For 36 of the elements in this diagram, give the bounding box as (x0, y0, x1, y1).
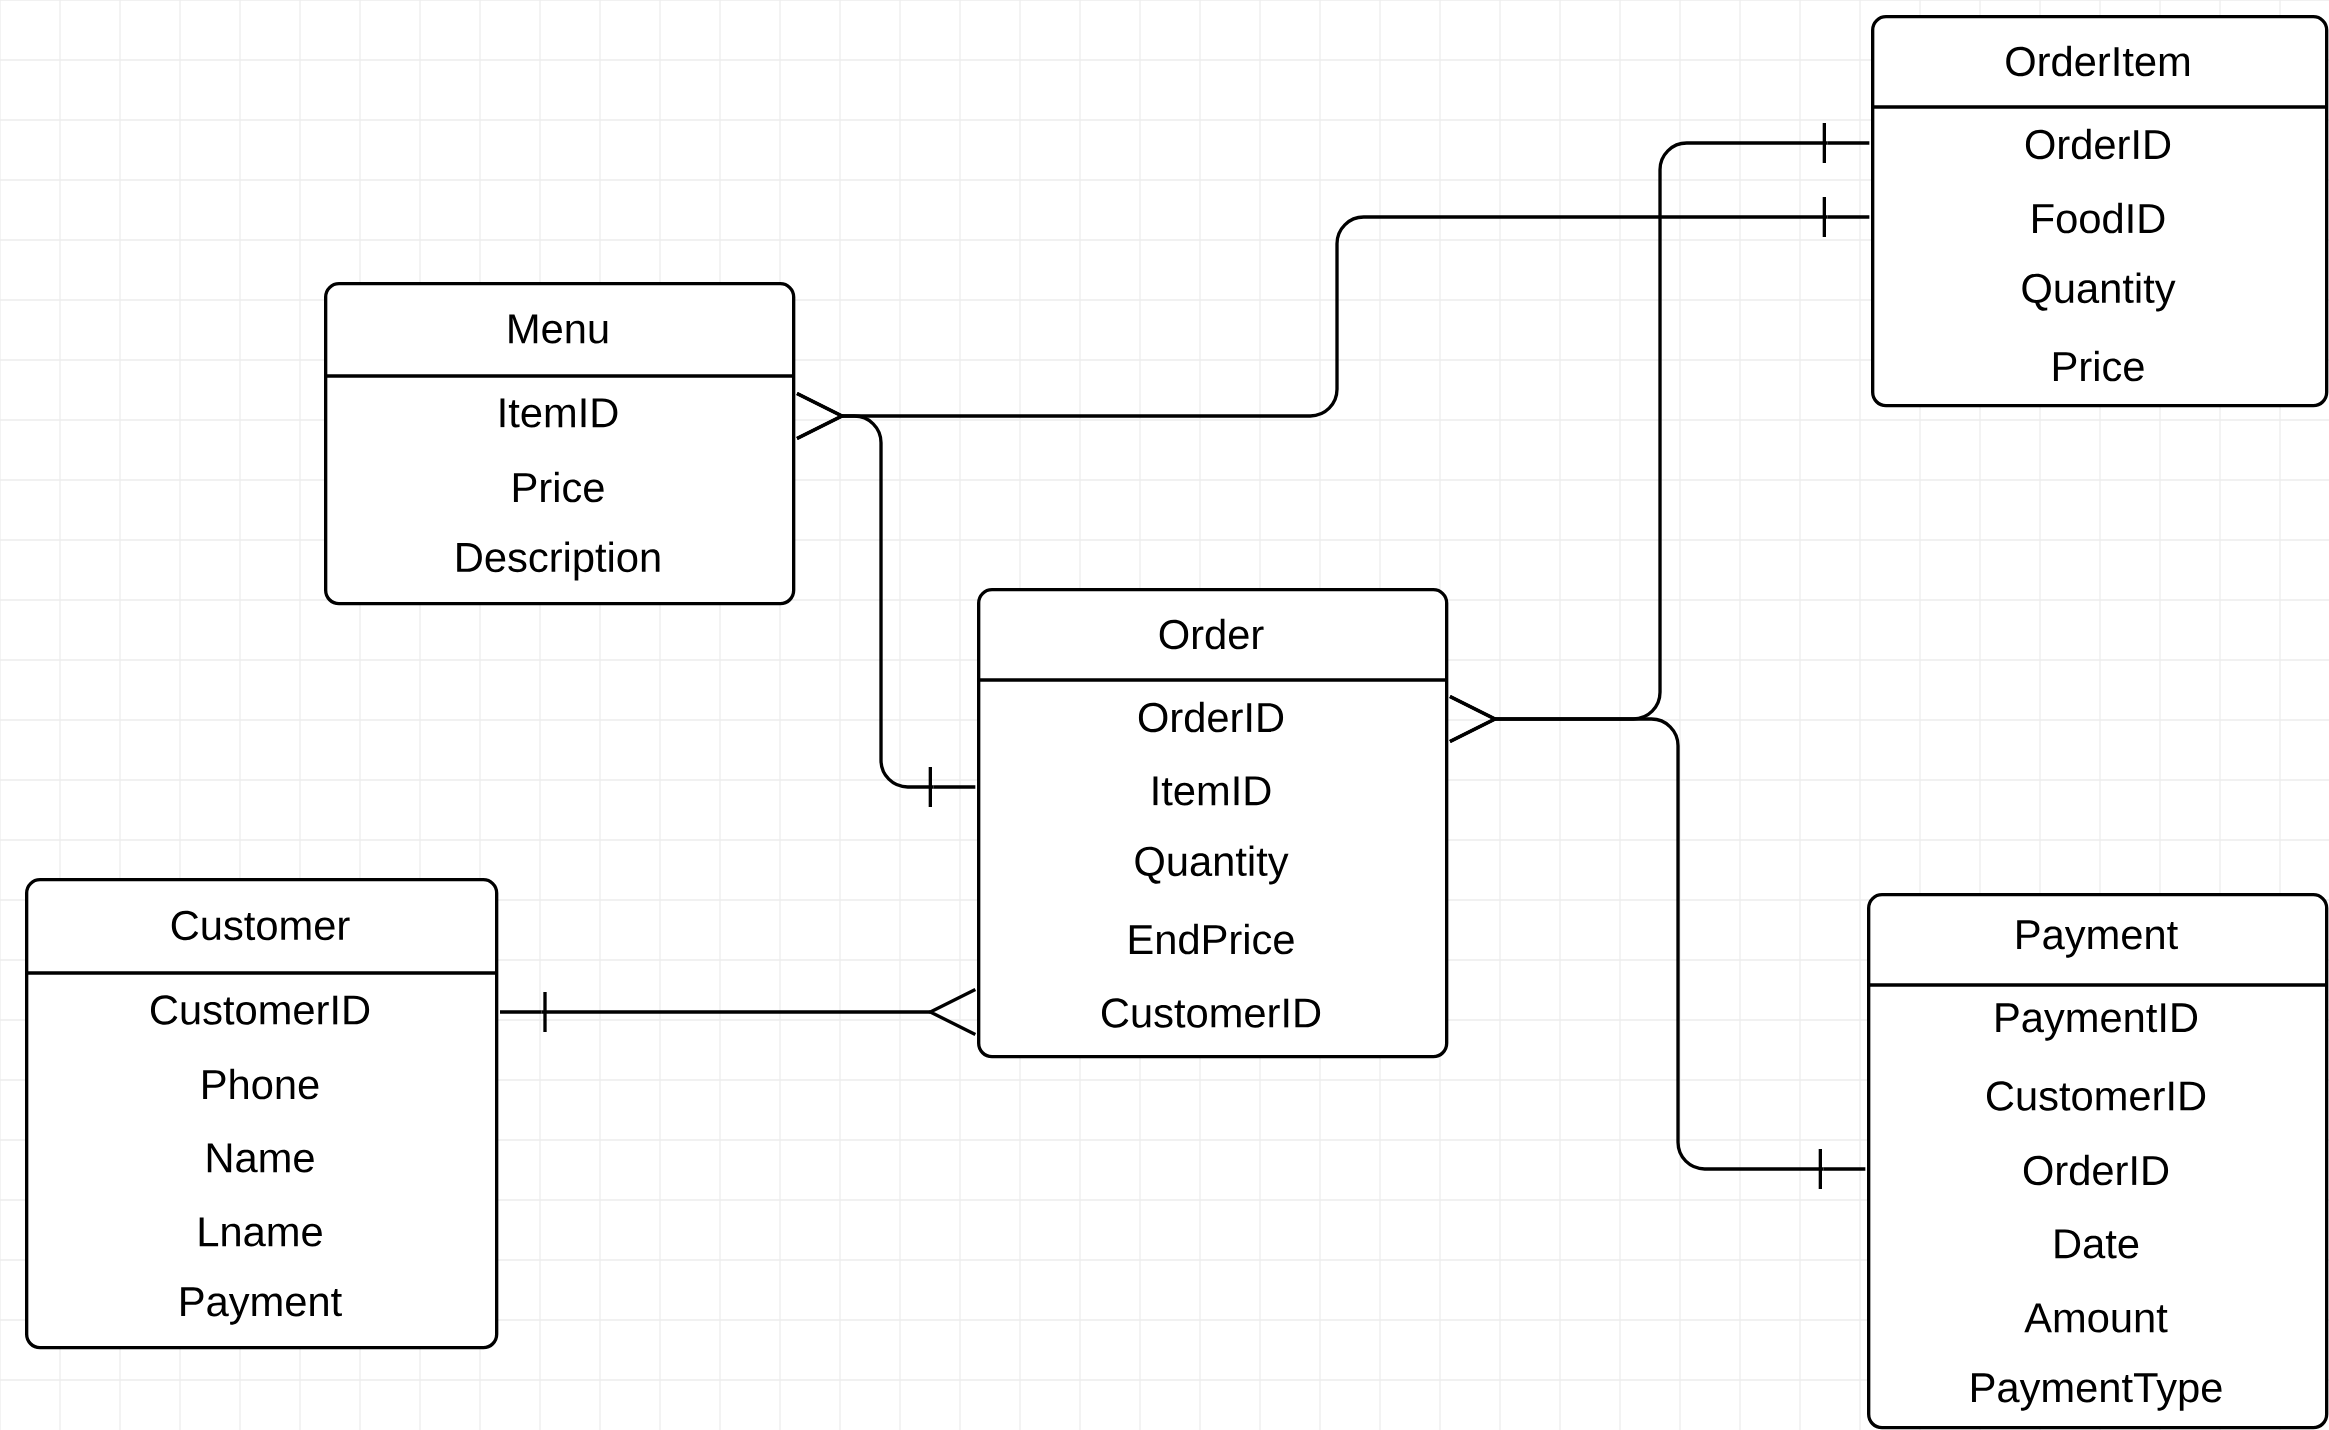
attribute-name: Lname (199, 1217, 322, 1247)
entity-table (1867, 893, 2329, 1430)
entity-table (324, 282, 796, 606)
attribute-name: CustomerID (1986, 1081, 2206, 1111)
attribute-name: Amount (2024, 1303, 2168, 1333)
attribute-name: OrderID (2025, 128, 2171, 160)
attribute-name: FoodID (2033, 202, 2165, 234)
attribute-name: Phone (203, 1068, 319, 1100)
entity-table (1871, 15, 2329, 408)
attribute-name: OrderID (2023, 1154, 2169, 1186)
attribute-name: Price (513, 471, 604, 503)
attribute-name: EndPrice (1129, 923, 1294, 955)
entity-table (25, 878, 499, 1350)
relationship-line (498, 988, 977, 1036)
attribute-name: CustomerID (1101, 998, 1321, 1028)
entity-name: Order (1159, 618, 1264, 650)
attribute-name: Quantity (1135, 845, 1289, 885)
attribute-name: Price (2053, 350, 2144, 382)
entity-name: OrderItem (2006, 45, 2189, 77)
attribute-name: PaymentType (1972, 1373, 2222, 1411)
attribute-name: Quantity (2022, 272, 2176, 312)
attribute-name: ItemID (500, 398, 618, 428)
relationship-line (796, 392, 977, 807)
relationship-line (1449, 695, 1867, 1189)
attribute-name: OrderID (1138, 701, 1284, 733)
attribute-name: Date (2055, 1229, 2139, 1259)
attribute-name: Description (457, 541, 660, 581)
entity-name: Customer (171, 910, 350, 941)
attribute-name: PaymentID (1996, 1003, 2198, 1041)
entity-name: Menu (509, 314, 608, 344)
entity-name: Payment (2017, 920, 2178, 958)
attribute-name: CustomerID (150, 995, 370, 1025)
entity-table (977, 588, 1449, 1059)
attribute-name: Payment (181, 1287, 342, 1325)
attribute-name: ItemID (1153, 776, 1271, 806)
attribute-name: Name (207, 1143, 314, 1173)
